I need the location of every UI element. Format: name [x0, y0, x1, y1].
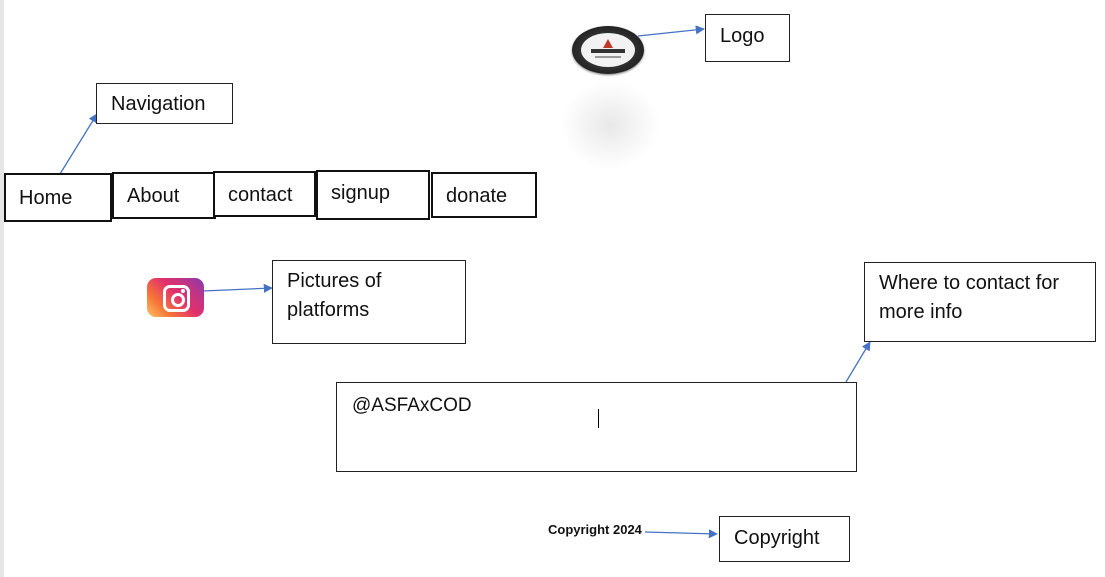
navigation-arrow: [59, 113, 98, 175]
label-copyright: Copyright: [719, 516, 850, 562]
nav-contact[interactable]: contact: [213, 171, 316, 217]
blurred-shadow: [560, 80, 660, 170]
instagram-icon[interactable]: [147, 278, 204, 317]
nav-donate[interactable]: donate: [431, 172, 537, 218]
label-logo-text: Logo: [720, 25, 765, 47]
text-cursor: [598, 409, 599, 428]
nav-about-label: About: [127, 185, 180, 207]
label-logo: Logo: [705, 14, 790, 62]
nav-signup-label: signup: [331, 182, 390, 204]
logo-emblem: [581, 33, 635, 67]
logo-arrow: [637, 25, 705, 37]
nav-signup[interactable]: signup: [316, 170, 430, 220]
nav-donate-label: donate: [446, 185, 508, 207]
label-navigation: Navigation: [96, 83, 233, 124]
contact-info-arrow: [845, 341, 871, 383]
contact-handle-box: @ASFAxCOD: [336, 382, 857, 472]
page-edge: [0, 0, 4, 577]
logo-icon[interactable]: [572, 26, 644, 74]
nav-home-label: Home: [19, 187, 73, 209]
nav-about[interactable]: About: [112, 172, 216, 219]
label-contact-info-text: Where to contact for more info: [879, 272, 1060, 323]
label-navigation-text: Navigation: [111, 93, 206, 115]
nav-contact-label: contact: [228, 184, 293, 206]
platforms-arrow: [202, 283, 273, 293]
label-platforms-text: Pictures of platforms: [287, 270, 382, 321]
nav-home[interactable]: Home: [4, 173, 112, 222]
label-platforms: Pictures of platforms: [272, 260, 466, 344]
copyright-arrow: [644, 529, 718, 539]
label-contact-info: Where to contact for more info: [864, 262, 1096, 342]
footer-copyright: Copyright 2024: [548, 522, 642, 537]
label-copyright-text: Copyright: [734, 527, 820, 549]
contact-handle: @ASFAxCOD: [352, 395, 472, 416]
